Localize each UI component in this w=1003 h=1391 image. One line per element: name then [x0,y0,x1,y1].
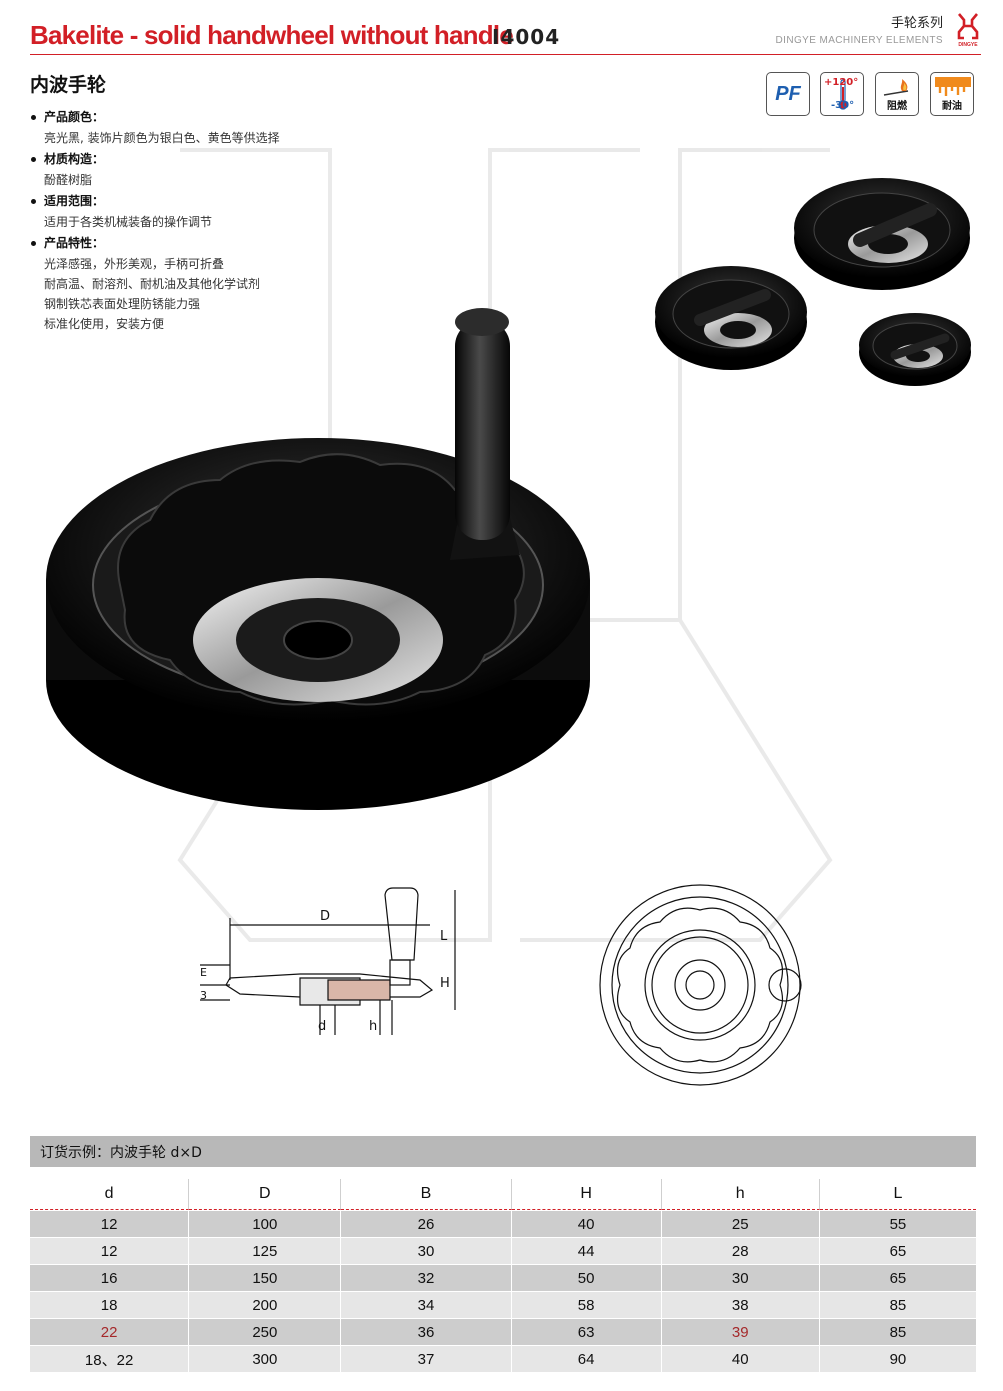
cell: 150 [189,1264,342,1291]
product-title: Bakelite - solid handwheel without handl… [30,20,514,50]
small-handwheel-photo-2 [794,178,970,290]
cell: 30 [661,1264,820,1291]
cell: 25 [661,1210,820,1237]
cell: 63 [511,1318,662,1345]
pf-badge: PF [766,72,810,116]
product-illustration: D L H d h 3 E [46,148,971,1086]
small-handwheel-photo-1 [655,266,807,370]
label-H: H [440,976,450,991]
col-header: H [511,1179,662,1210]
spec-line: 亮光黑, 装饰片颜色为银白色、黄色等供选择 [44,131,280,145]
col-header: L [819,1179,976,1210]
order-example-text: 订货示例：内波手轮 d×D [40,1145,202,1161]
cell: 37 [341,1345,512,1372]
spec-line: 适用于各类机械装备的操作调节 [44,215,213,229]
logo-text: DINGYE [958,42,978,48]
table-header-row: d D B H h L [30,1179,976,1210]
cell: 200 [189,1291,342,1318]
thermometer-icon [838,79,848,110]
small-handwheel-photo-3 [859,313,971,386]
cell: 34 [341,1291,512,1318]
cell: 85 [819,1291,976,1318]
front-view-drawing [599,884,802,1086]
spec-line: 酚醛树脂 [44,173,93,187]
cell: 64 [511,1345,662,1372]
order-example-bar: 订货示例：内波手轮 d×D [30,1136,976,1167]
main-handwheel-photo [46,308,590,810]
table-row: 12 125 30 44 28 65 [30,1237,976,1264]
brand-logo: DINGYE [957,13,979,48]
cell: 38 [661,1291,820,1318]
cell: 40 [661,1345,820,1372]
cell: 36 [341,1318,512,1345]
label-h: h [369,1019,377,1034]
cell: 26 [341,1210,512,1237]
fire-label: 阻燃 [887,101,907,112]
cell: 16 [30,1264,190,1291]
cell: 28 [661,1237,820,1264]
cell: 100 [189,1210,342,1237]
label-d: d [318,1019,326,1034]
spec-line: 耐高温、耐溶剂、耐机油及其他化学试剂 [44,277,261,291]
label-3: 3 [200,989,207,1002]
col-header: B [341,1179,512,1210]
table-row: 12 100 26 40 25 55 [30,1210,976,1237]
cell: 58 [511,1291,662,1318]
col-header: d [30,1179,190,1210]
spec-heading-usage: 适用范围： [30,193,350,210]
side-section-drawing [200,887,456,1035]
cell: 250 [189,1318,342,1345]
table-row: 18、22 300 37 64 40 90 [30,1345,976,1372]
cell: 40 [511,1210,662,1237]
brand-name: DINGYE MACHINERY ELEMENTS [775,35,943,46]
label-e: E [200,966,207,979]
table-row: 16 150 32 50 30 65 [30,1264,976,1291]
cell: 85 [819,1318,976,1345]
spec-line: 标准化使用，安装方便 [44,317,165,331]
cell: 44 [511,1237,662,1264]
cell: 125 [189,1237,342,1264]
header-divider [30,54,981,55]
cell: 90 [819,1345,976,1372]
spec-line: 光泽感强，外形美观，手柄可折叠 [44,257,225,271]
cell: 22 [30,1318,190,1345]
series-label: 手轮系列 [890,16,943,31]
spec-list: 产品颜色： 亮光黑, 装饰片颜色为银白色、黄色等供选择 材质构造： 酚醛树脂 适… [30,106,350,334]
oil-label: 耐油 [942,101,962,112]
col-header: D [189,1179,342,1210]
table-row: 22 250 36 63 39 85 [30,1318,976,1345]
spec-heading-features: 产品特性： [30,235,350,252]
spec-heading-material: 材质构造： [30,151,350,168]
oil-drop-icon [935,77,971,96]
spec-line: 钢制铁芯表面处理防锈能力强 [44,297,201,311]
temp-high: +120° [824,77,859,88]
subtitle: 内波手轮 [30,74,107,96]
cell: 55 [819,1210,976,1237]
temperature-badge: +120° -30° [820,72,864,116]
cell: 12 [30,1237,190,1264]
cell: 18 [30,1291,190,1318]
flame-icon [883,79,909,96]
cell: 39 [661,1318,820,1345]
flame-retardant-badge: 阻燃 [875,72,919,116]
label-L: L [440,929,448,944]
col-header: h [661,1179,820,1210]
cell: 18、22 [30,1345,190,1372]
cell: 50 [511,1264,662,1291]
dimension-table: d D B H h L 12 100 26 40 25 55 12 125 30… [30,1179,976,1372]
cell: 30 [341,1237,512,1264]
spec-heading-color: 产品颜色： [30,109,350,126]
cell: 65 [819,1237,976,1264]
label-D: D [320,909,330,924]
table-row: 18 200 34 58 38 85 [30,1291,976,1318]
product-code: I4004 [492,25,561,49]
oil-resistant-badge: 耐油 [930,72,974,116]
temp-low: -30° [831,100,855,111]
cell: 12 [30,1210,190,1237]
cell: 65 [819,1264,976,1291]
cell: 300 [189,1345,342,1372]
cell: 32 [341,1264,512,1291]
